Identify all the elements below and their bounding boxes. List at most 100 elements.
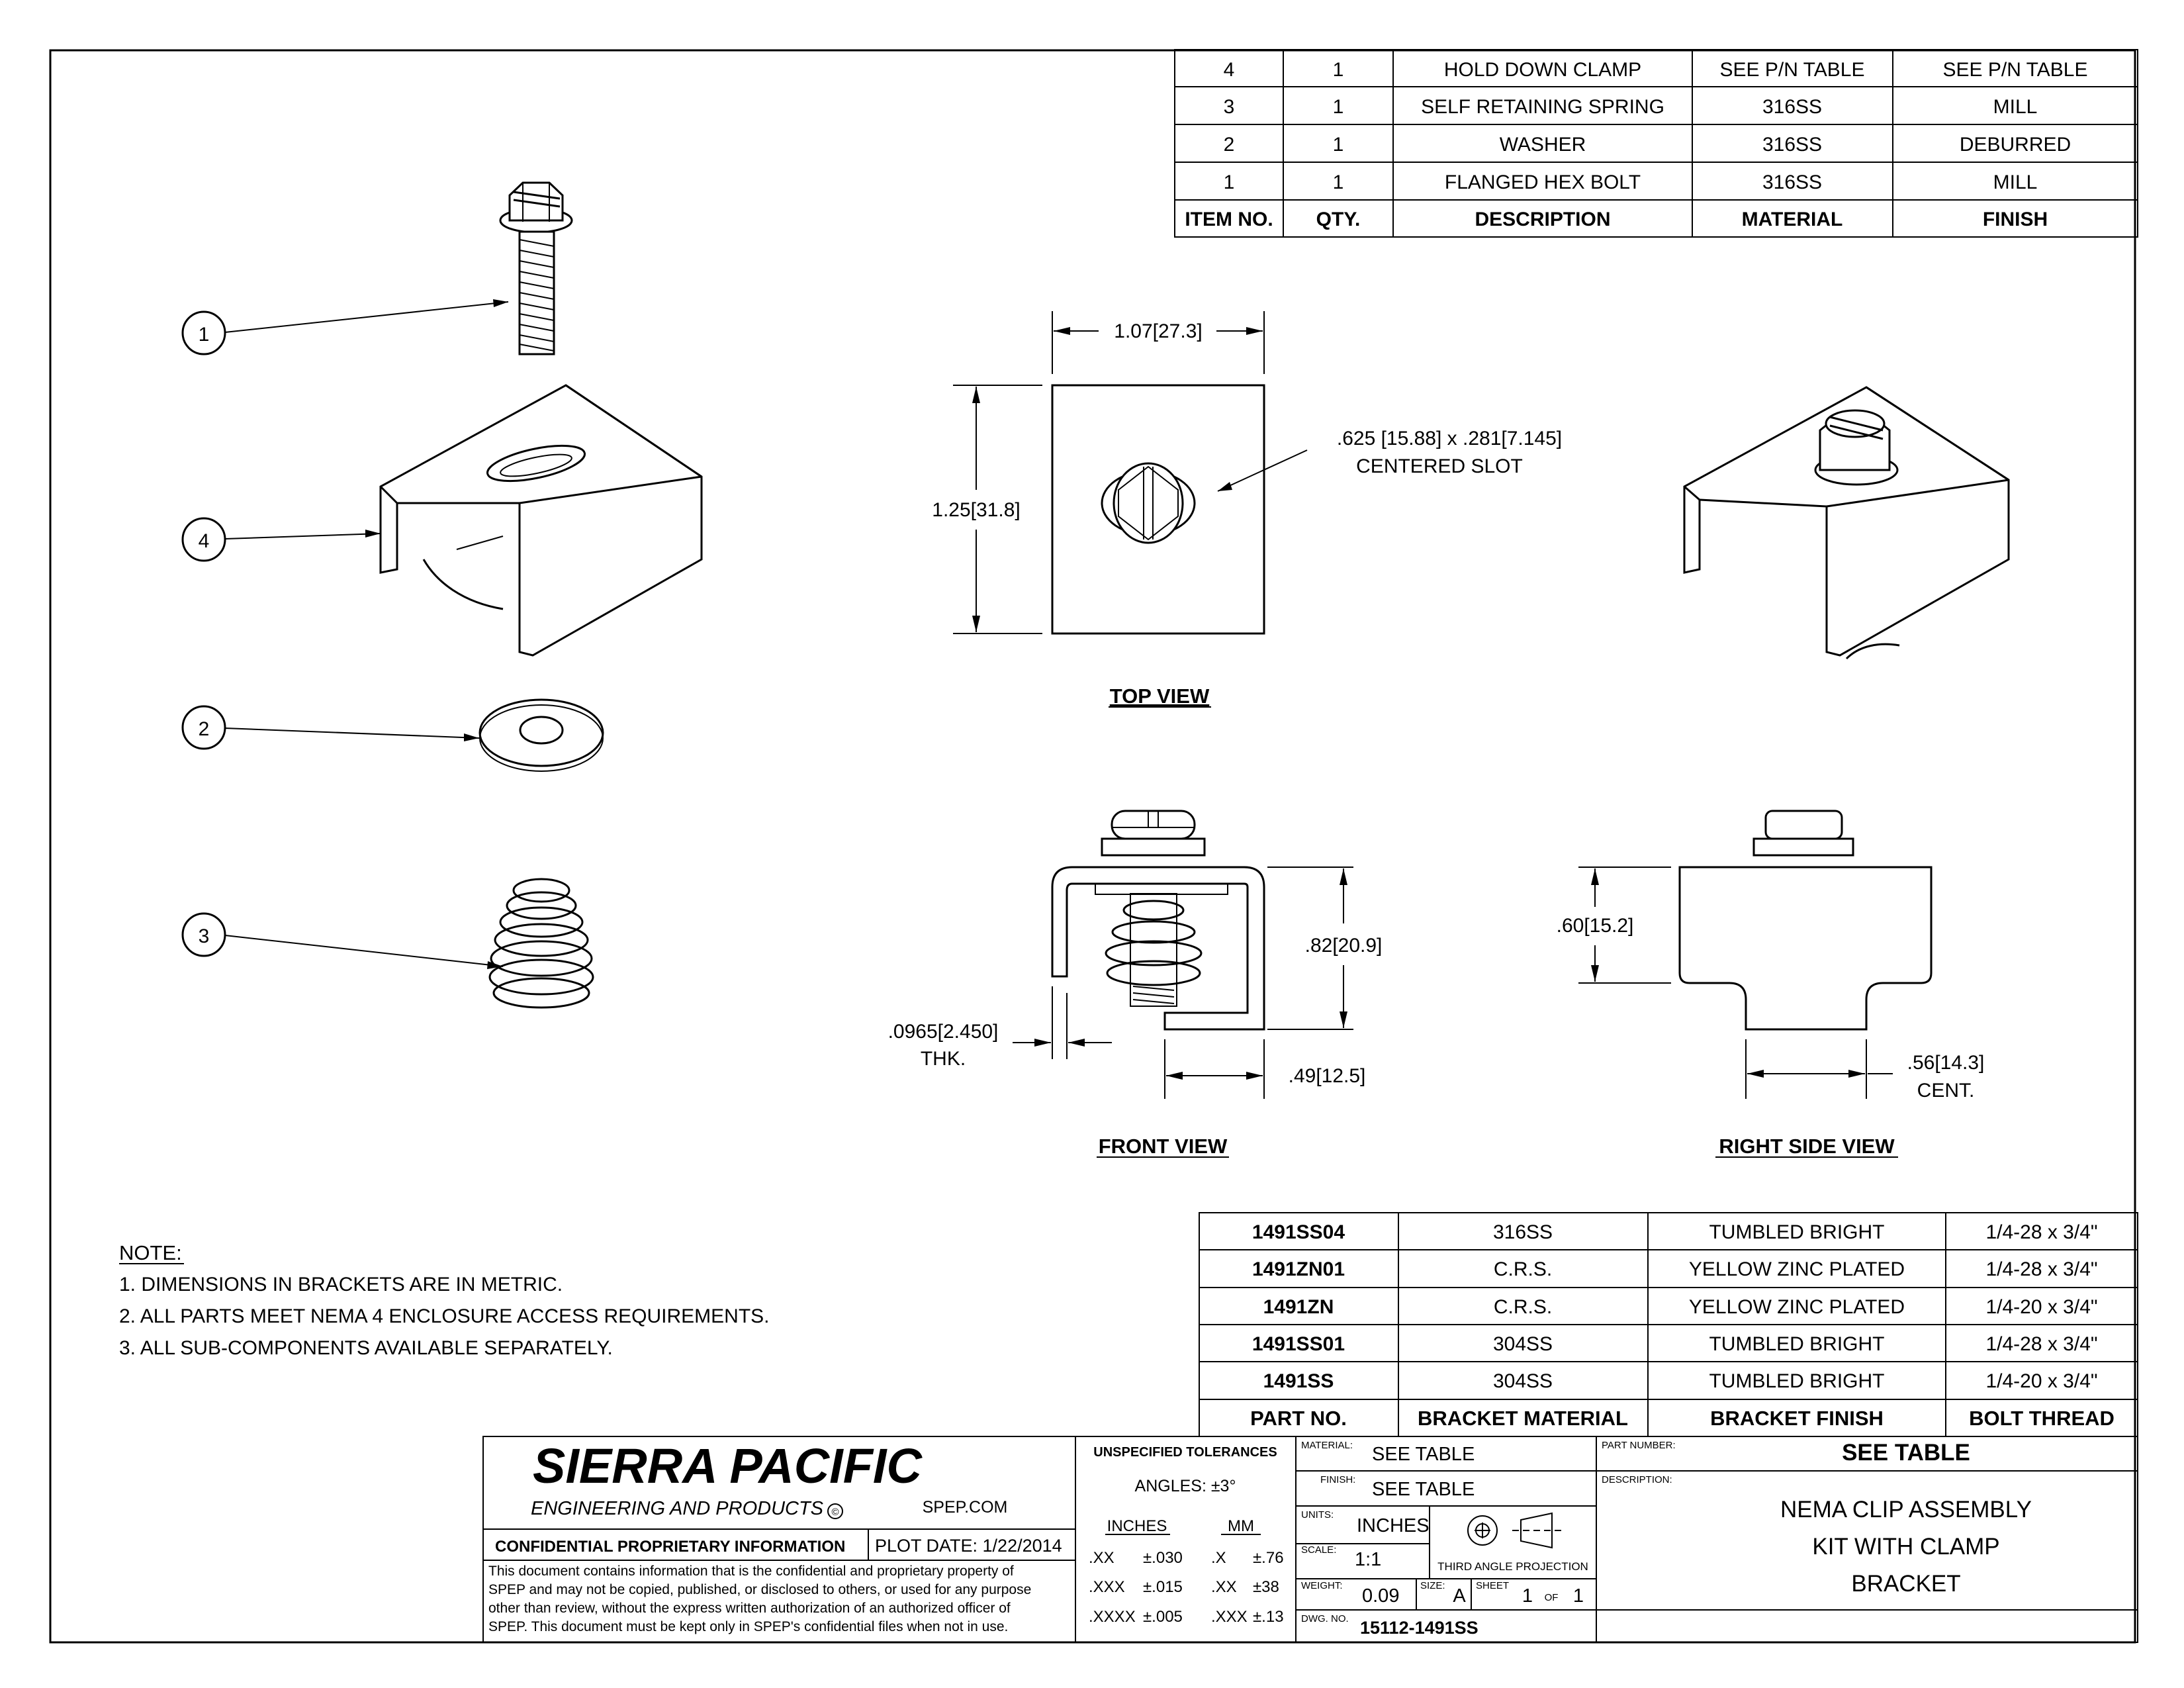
finish-label: FINISH: <box>1320 1474 1355 1485</box>
balloon-4: 4 <box>181 517 381 562</box>
of-value: 1 <box>1573 1585 1584 1607</box>
company-tagline: ENGINEERING AND PRODUCTS <box>531 1498 824 1519</box>
hold-down-clamp <box>379 384 703 657</box>
company-name: SIERRA PACIFIC <box>533 1438 923 1493</box>
right-view-title: RIGHT SIDE VIEW <box>1719 1135 1895 1158</box>
pn-cell: 1/4-20 x 3/4" <box>1985 1296 2097 1318</box>
pn-cell: TUMBLED BRIGHT <box>1709 1370 1884 1392</box>
units-value: INCHES <box>1357 1515 1430 1536</box>
description-line: KIT WITH CLAMP <box>1812 1534 1999 1560</box>
of-label: OF <box>1545 1592 1559 1603</box>
part-number-table: 1491SS04 316SS TUMBLED BRIGHT 1/4-28 x 3… <box>1199 1212 2138 1437</box>
front-view-thk-dim-line2: THK. <box>921 1048 966 1070</box>
front-view-height-dim: .82[20.9] <box>1305 935 1383 957</box>
pn-cell: 1491ZN <box>1263 1296 1334 1318</box>
notes: NOTE: 1. DIMENSIONS IN BRACKETS ARE IN M… <box>119 1241 770 1359</box>
tol-cell: .XX <box>1211 1578 1237 1596</box>
tol-cell: .XXXX <box>1089 1608 1136 1626</box>
bolt-threads <box>519 239 555 352</box>
finish-value: SEE TABLE <box>1372 1479 1475 1500</box>
pn-cell: YELLOW ZINC PLATED <box>1689 1296 1905 1318</box>
bom-cell: 316SS <box>1762 134 1822 156</box>
pn-cell: 304SS <box>1493 1333 1553 1355</box>
front-view-title: FRONT VIEW <box>1099 1135 1228 1158</box>
bom-cell: DEBURRED <box>1960 134 2071 156</box>
tol-cell: .XXX <box>1211 1608 1248 1626</box>
slot-callout-line1: .625 [15.88] x .281[7.145] <box>1337 428 1562 449</box>
top-view-title: TOP VIEW <box>1110 684 1210 708</box>
bom-header: FINISH <box>1983 209 2048 230</box>
balloon-label: 1 <box>199 324 210 346</box>
bom-cell: SEE P/N TABLE <box>1720 59 1865 81</box>
front-view-clamp <box>1051 866 1265 1031</box>
disclaimer-line: SPEP and may not be copied, published, o… <box>488 1582 1031 1597</box>
right-view-outline <box>1678 866 1933 1031</box>
weight-value: 0.09 <box>1362 1585 1399 1607</box>
pn-cell: 316SS <box>1493 1221 1553 1243</box>
washer <box>478 698 604 772</box>
slot-callout-line2: CENTERED SLOT <box>1356 455 1523 477</box>
dwg-number: 15112-1491SS <box>1360 1618 1479 1638</box>
top-view-outline <box>1051 384 1265 635</box>
disclaimer-line: SPEP. This document must be kept only in… <box>488 1619 1008 1634</box>
top-view-width-dim: 1.07[27.3] <box>1114 320 1202 342</box>
bom-cell: 2 <box>1224 134 1235 156</box>
note-item: 3. ALL SUB-COMPONENTS AVAILABLE SEPARATE… <box>119 1337 613 1359</box>
copyright-symbol: © <box>831 1507 839 1518</box>
part-number-label: PART NUMBER: <box>1602 1440 1676 1451</box>
pn-header: BRACKET FINISH <box>1710 1407 1884 1430</box>
balloon-label: 4 <box>199 530 210 552</box>
angles-tolerance: ANGLES: ±3° <box>1135 1477 1236 1495</box>
front-view-thk-dim-line1: .0965[2.450] <box>888 1021 999 1043</box>
right-side-view: .60[15.2] .56[14.3] CENT. RIGHT SIDE VIE… <box>1557 810 1984 1158</box>
title-block: SIERRA PACIFIC ENGINEERING AND PRODUCTS … <box>482 1436 2138 1643</box>
bom-cell: 1 <box>1333 171 1344 193</box>
third-angle-projection-icon <box>1467 1512 1562 1549</box>
description-line: NEMA CLIP ASSEMBLY <box>1780 1497 2032 1523</box>
inches-label: INCHES <box>1107 1517 1167 1535</box>
bom-header: QTY. <box>1316 209 1361 230</box>
balloon-2: 2 <box>181 705 480 750</box>
pn-header: BRACKET MATERIAL <box>1418 1407 1628 1430</box>
tol-cell: .XX <box>1089 1549 1115 1567</box>
description-label: DESCRIPTION: <box>1602 1474 1672 1485</box>
bom-cell: 3 <box>1224 96 1235 118</box>
bom-header: MATERIAL <box>1742 209 1843 230</box>
front-view-width-dim: .49[12.5] <box>1289 1065 1366 1087</box>
bom-cell: 1 <box>1333 134 1344 156</box>
pn-cell: 1491SS <box>1263 1370 1334 1392</box>
plot-date: PLOT DATE: 1/22/2014 <box>875 1536 1062 1556</box>
pn-cell: 1/4-28 x 3/4" <box>1985 1333 2097 1355</box>
size-value: A <box>1453 1585 1466 1607</box>
pn-cell: TUMBLED BRIGHT <box>1709 1333 1884 1355</box>
projection-label: THIRD ANGLE PROJECTION <box>1437 1560 1588 1573</box>
balloon-3: 3 <box>181 912 504 969</box>
tol-cell: ±.015 <box>1143 1578 1183 1596</box>
balloon-label: 3 <box>199 925 210 947</box>
flanged-hex-bolt <box>499 181 573 355</box>
dwg-label: DWG. NO. <box>1301 1613 1349 1624</box>
bom-header: ITEM NO. <box>1185 209 1273 230</box>
front-view: .82[20.9] .0965[2.450] THK. .49[12.5] FR… <box>888 810 1383 1158</box>
pn-cell: TUMBLED BRIGHT <box>1709 1221 1884 1243</box>
bom-cell: HOLD DOWN CLAMP <box>1444 59 1641 81</box>
pn-cell: 1491ZN01 <box>1252 1258 1345 1280</box>
bom-cell: 316SS <box>1762 96 1822 118</box>
disclaimer-line: other than review, without the express w… <box>488 1601 1011 1616</box>
bom-cell: 1 <box>1333 96 1344 118</box>
balloon-1: 1 <box>181 299 509 355</box>
pn-cell: 1/4-20 x 3/4" <box>1985 1370 2097 1392</box>
bom-cell: 1 <box>1224 171 1235 193</box>
tol-cell: ±.13 <box>1253 1608 1284 1626</box>
scale-value: 1:1 <box>1355 1549 1381 1570</box>
bom-cell: SELF RETAINING SPRING <box>1421 96 1664 118</box>
bom-cell: MILL <box>1993 96 2038 118</box>
mm-label: MM <box>1228 1517 1254 1535</box>
description-line: BRACKET <box>1851 1571 1960 1597</box>
bom-table-frame <box>1174 49 2138 238</box>
pn-header: BOLT THREAD <box>1969 1407 2115 1430</box>
size-label: SIZE: <box>1420 1580 1445 1591</box>
tol-cell: .X <box>1211 1549 1226 1567</box>
note-item: 2. ALL PARTS MEET NEMA 4 ENCLOSURE ACCES… <box>119 1305 770 1327</box>
